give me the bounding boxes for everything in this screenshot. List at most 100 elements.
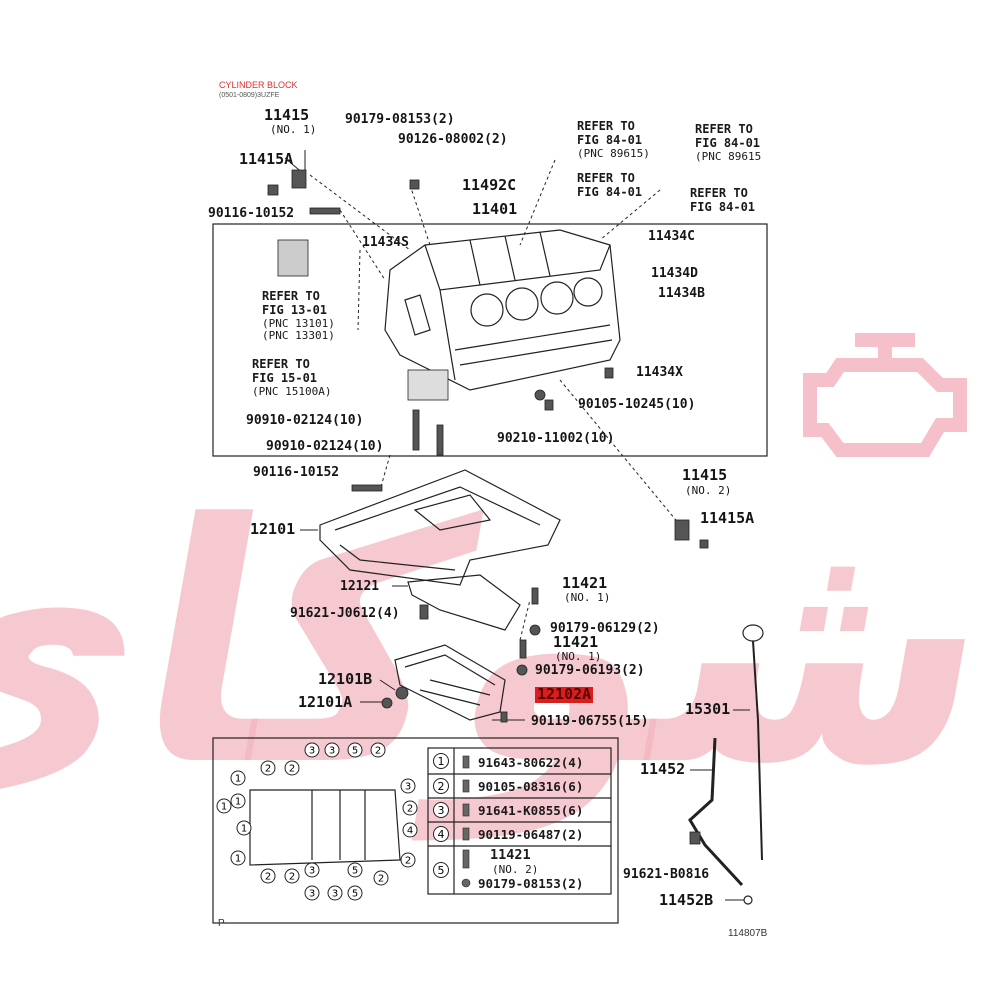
svg-text:1: 1 [235,854,241,865]
bolt-marker-2: 2 [260,868,276,884]
part-label-90119-06755-15[interactable]: 90119-06755(15) [531,714,649,729]
diagram-subtitle: (0501-0809)3UZFE [219,92,280,99]
guide-ring-drawing [743,895,753,905]
part-label-11434X[interactable]: 11434X [636,365,683,380]
part-label-91621-J0612-4[interactable]: 91621-J0612(4) [290,606,400,621]
svg-text:2: 2 [405,856,411,867]
svg-text:5: 5 [352,866,358,877]
svg-text:3: 3 [309,866,315,877]
svg-text:2: 2 [265,872,271,883]
baffle-plate-drawing [407,574,521,631]
part-label-11401[interactable]: 11401 [472,200,518,218]
part-label-91621-B0816[interactable]: 91621-B0816 [623,867,710,882]
bolt-marker-2: 2 [373,870,389,886]
part-label-11415-top-sub[interactable]: (NO. 1) [270,123,317,136]
bolt-table-row-1: 91643-80622(4) [478,755,584,770]
svg-text:3: 3 [309,746,315,757]
bolt-table-number-5: 5 [433,862,449,878]
svg-text:4: 4 [438,828,445,841]
part-label-90910-02124-b[interactable]: 90910-02124(10) [266,439,384,454]
part-label-90116-10152-top[interactable]: 90116-10152 [208,206,295,221]
engine-watermark-icon [803,333,967,457]
part-label-90179-06129-2[interactable]: 90179-06129(2) [550,621,660,636]
svg-text:2: 2 [289,764,295,775]
svg-text:2: 2 [289,872,295,883]
figure-code: 114807B [728,928,768,939]
cylinder-block-drawing [384,229,621,391]
part-label-90116-10152-mid[interactable]: 90116-10152 [253,465,340,480]
bolt-marker-2: 2 [284,868,300,884]
bolt-marker-3: 3 [324,742,340,758]
bolt-marker-1: 1 [230,850,246,866]
stud-glyph [309,207,341,215]
stud-glyph-11421a [531,587,539,605]
bolt-table-number-2: 2 [433,778,449,794]
part-label-90210-11002-10[interactable]: 90210-11002(10) [497,431,615,446]
plug-glyph [267,184,279,196]
dipstick-guide-drawing [688,737,744,887]
part-label-11452B[interactable]: 11452B [659,891,714,909]
part-label-11492C[interactable]: 11492C [462,176,517,194]
svg-text:3: 3 [332,889,338,900]
part-label-11434S[interactable]: 11434S [362,235,409,250]
svg-text:2: 2 [378,874,384,885]
bolt-marker-3: 3 [304,862,320,878]
part-label-15301[interactable]: 15301 [685,700,731,718]
part-label-11434C[interactable]: 11434C [648,229,695,244]
pan-bolt-layout-outline [249,789,401,866]
part-label-11434B[interactable]: 11434B [658,286,705,301]
part-label-90179-06193-2[interactable]: 90179-06193(2) [535,663,645,678]
part-label-90126-08002-2[interactable]: 90126-08002(2) [398,132,508,147]
part-label-12101A[interactable]: 12101A [298,693,353,711]
part-label-11415-top[interactable]: 11415 [264,106,310,124]
plug-glyph-11415a-mid [699,539,709,549]
part-label-90910-02124-a[interactable]: 90910-02124(10) [246,413,364,428]
washer-glyph [534,389,546,401]
part-label-11434D[interactable]: 11434D [651,266,698,281]
part-label-12121[interactable]: 12121 [340,579,380,594]
bolt-glyph-main-b [436,424,444,456]
bolt-marker-3: 3 [304,885,320,901]
part-label-11421-a[interactable]: 11421 [562,574,608,592]
part-label-11421-a-sub[interactable]: (NO. 1) [564,591,611,604]
pin-glyph-11434x [604,367,614,379]
part-label-11421-b-sub[interactable]: (NO. 1) [555,650,602,663]
svg-text:3: 3 [405,782,411,793]
part-label-90179-08153-2[interactable]: 90179-08153(2) [345,112,455,127]
svg-text:1: 1 [438,755,445,768]
part-label-90105-10245-10[interactable]: 90105-10245(10) [578,397,696,412]
bolt-table-row-5-sub: (NO. 2) [492,863,539,876]
part-label-12101B[interactable]: 12101B [318,670,373,688]
bolt-table-number-4: 4 [433,826,449,842]
part-label-12102A[interactable]: 12102A [535,685,594,703]
bolt-glyph-10245 [544,399,554,411]
stud-glyph-11421b [519,639,527,659]
bolt-table-row-5-part: 11421 [490,847,531,863]
part-label-11415A-top[interactable]: 11415A [239,150,294,168]
bolt-glyph-a [419,604,429,620]
part-label-11415-mid-sub[interactable]: (NO. 2) [685,484,732,497]
diagram-title: CYLINDER BLOCK [219,80,298,90]
bolt-marker-2: 2 [402,800,418,816]
bolt-table-glyphs [461,755,471,888]
plug-glyph-11415-mid [674,519,690,541]
bolt-table-row-4: 90119-06487(2) [478,827,584,842]
svg-text:2: 2 [375,746,381,757]
part-label-12101[interactable]: 12101 [250,520,296,538]
part-label-11421-b[interactable]: 11421 [553,633,599,651]
bolt-marker-5: 5 [347,885,363,901]
bolt-marker-5: 5 [347,862,363,878]
part-label-11415A-mid[interactable]: 11415A [700,509,755,527]
bolt-glyph-b0816 [689,831,701,845]
main-cap-glyph [407,369,449,401]
part-label-11415-mid[interactable]: 11415 [682,466,728,484]
part-label-11452[interactable]: 11452 [640,760,686,778]
bolt-table-number-1: 1 [433,753,449,769]
